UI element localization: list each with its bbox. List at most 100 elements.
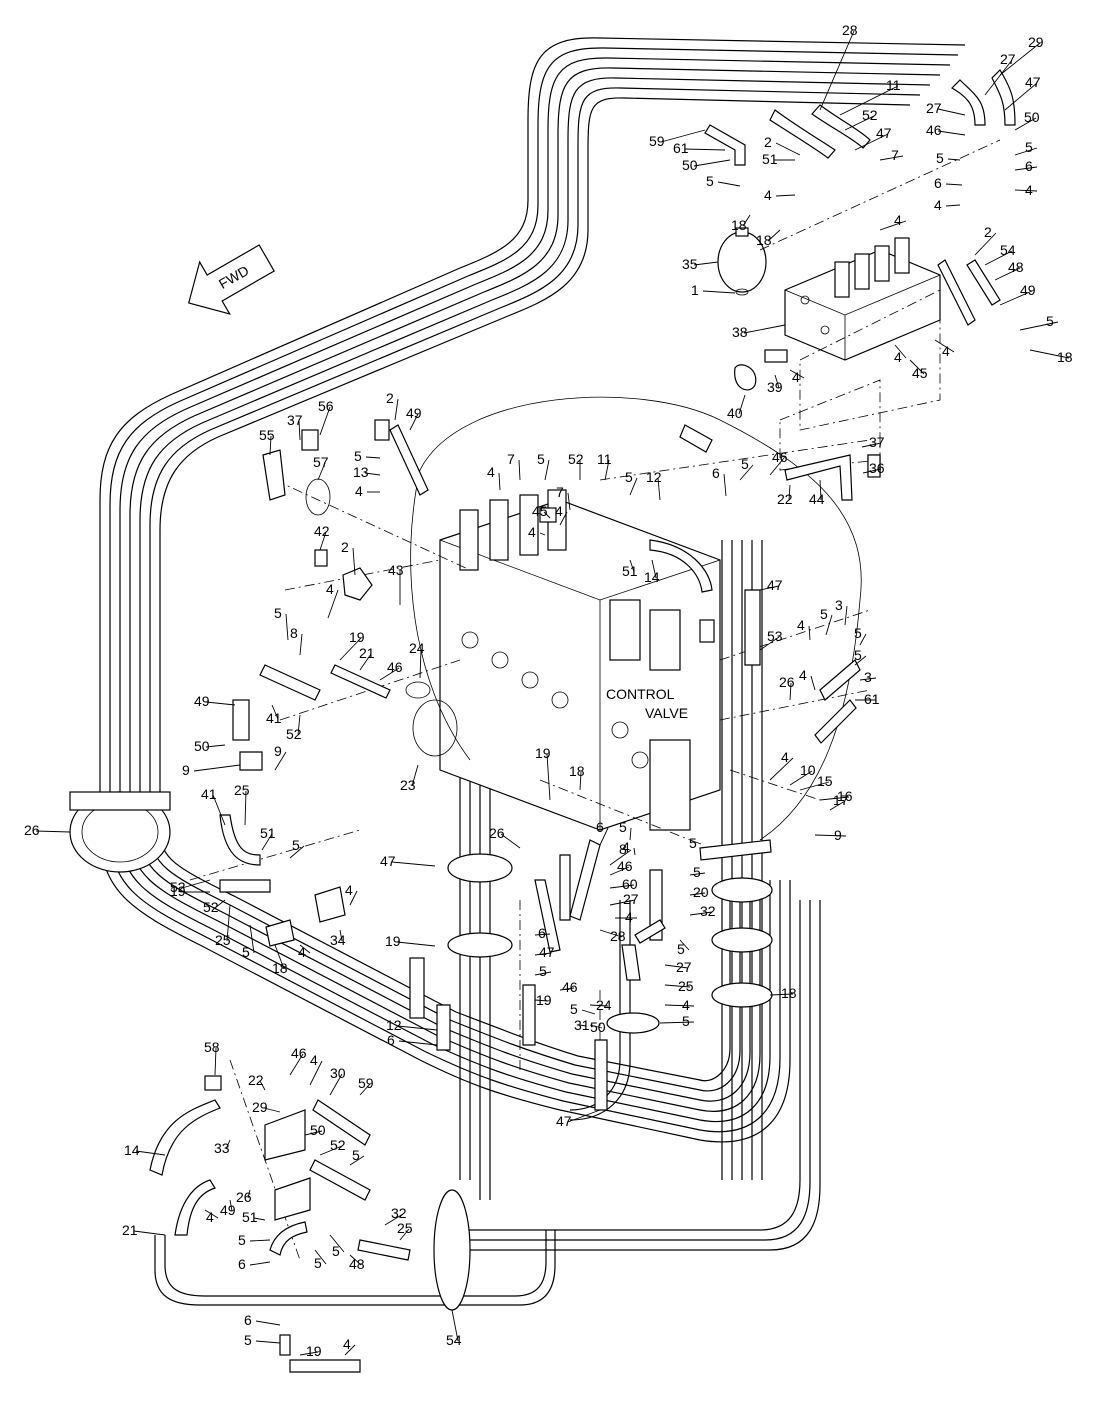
callout-leader <box>769 993 794 996</box>
callout-leader <box>398 1040 438 1046</box>
callout-number: 6 <box>934 175 942 191</box>
callout-leader <box>543 511 551 519</box>
callout-leader <box>879 220 907 231</box>
callout-leader <box>394 398 399 421</box>
callout-leader <box>559 511 568 526</box>
callout-leader <box>581 1009 596 1015</box>
callout-leader <box>854 133 889 151</box>
callout-number: 49 <box>1020 282 1036 298</box>
callout-leader <box>534 999 549 1002</box>
callout-number: 5 <box>741 456 749 472</box>
callout-leader <box>193 764 241 772</box>
pipe-bundle-bottom <box>154 900 821 1311</box>
callout-leader <box>269 435 272 456</box>
callout-leader <box>861 442 882 448</box>
callout-leader <box>255 1320 281 1326</box>
manifold-block-38 <box>784 237 941 361</box>
callout-number: 28 <box>610 928 626 944</box>
callout-leader <box>909 359 925 375</box>
callout-number: 19 <box>306 1343 322 1359</box>
callout-number: 37 <box>287 412 303 428</box>
callout-number: 47 <box>1025 74 1041 90</box>
callout-leader <box>518 459 521 481</box>
callout-leader <box>451 1309 459 1342</box>
callout-number: 4 <box>345 882 353 898</box>
callout-leader <box>1019 321 1059 331</box>
callout-leader <box>984 250 1013 266</box>
callout-number: 5 <box>682 1013 690 1029</box>
callout-leader <box>35 830 71 833</box>
callout-number: 56 <box>318 398 334 414</box>
callout-number: 54 <box>1000 242 1016 258</box>
fittings <box>204 349 881 1356</box>
callout-number: 24 <box>409 640 425 656</box>
callout-leader <box>397 1025 438 1031</box>
callout-number: 25 <box>215 932 231 948</box>
callout-leader <box>534 933 551 936</box>
callout-leader <box>244 790 247 826</box>
callout-leader <box>359 653 372 671</box>
callout-leader <box>500 833 521 849</box>
callout-number: 46 <box>617 858 633 874</box>
callout-leader <box>789 770 813 786</box>
callout-leader <box>859 677 877 681</box>
callout-leader <box>205 744 226 748</box>
callout-number: 4 <box>343 1336 351 1352</box>
callout-number: 41 <box>201 786 217 802</box>
callout-leader <box>339 929 343 942</box>
valve-area-outline <box>410 396 862 841</box>
callout-leader <box>651 559 657 579</box>
callout-leader <box>289 1053 304 1076</box>
callout-leader <box>309 1060 323 1086</box>
callout-number: 4 <box>799 667 807 683</box>
callout-number: 5 <box>854 625 862 641</box>
callout-leader <box>349 1155 365 1166</box>
callout-leader <box>937 130 966 136</box>
callout-number: 6 <box>596 819 604 835</box>
callout-leader <box>684 148 726 151</box>
callout-leader <box>844 605 848 626</box>
callout-leader <box>364 472 381 476</box>
callout-number: 49 <box>194 693 210 709</box>
callout-number: 48 <box>349 1256 365 1272</box>
callout-leader <box>839 85 899 116</box>
callout-number: 54 <box>446 1332 462 1348</box>
callout-leader <box>808 625 811 641</box>
callout-leader <box>689 911 713 916</box>
callout-number: 27 <box>926 100 942 116</box>
callout-leader <box>814 834 847 837</box>
callout-leader <box>693 159 731 167</box>
callout-number: 50 <box>590 1019 606 1035</box>
callout-leader <box>810 675 816 691</box>
callout-number: 2 <box>341 539 349 555</box>
callout-leader <box>717 181 741 187</box>
callout-leader <box>844 115 875 131</box>
callout-number: 4 <box>894 349 902 365</box>
callout-number: 26 <box>24 822 40 838</box>
callout-number: 4 <box>298 944 306 960</box>
callout-leader <box>589 1024 603 1029</box>
callout-number: 47 <box>767 577 783 593</box>
callout-leader <box>319 531 327 551</box>
callout-leader <box>738 394 746 415</box>
callout-number: 12 <box>386 1017 402 1033</box>
callout-number: 46 <box>387 659 403 675</box>
callout-leader <box>1004 82 1038 111</box>
callout-leader <box>314 1249 327 1265</box>
callout-leader <box>879 155 904 161</box>
fwd-direction-arrow: FWD <box>187 244 275 315</box>
callout-number: 5 <box>677 941 685 957</box>
callout-number: 5 <box>242 944 250 960</box>
callout-leader <box>249 1261 271 1266</box>
callout-leader <box>743 324 786 334</box>
callout-number: 4 <box>1025 182 1033 198</box>
callout-number: 27 <box>1000 51 1016 67</box>
callout-leader <box>498 472 501 491</box>
callout-number: 33 <box>214 1140 230 1156</box>
callout-number: 53 <box>767 628 783 644</box>
callout-number: 4 <box>625 909 633 925</box>
callout-leader <box>945 183 963 186</box>
callout-number: 5 <box>244 1332 252 1348</box>
callout-leader <box>299 633 303 656</box>
